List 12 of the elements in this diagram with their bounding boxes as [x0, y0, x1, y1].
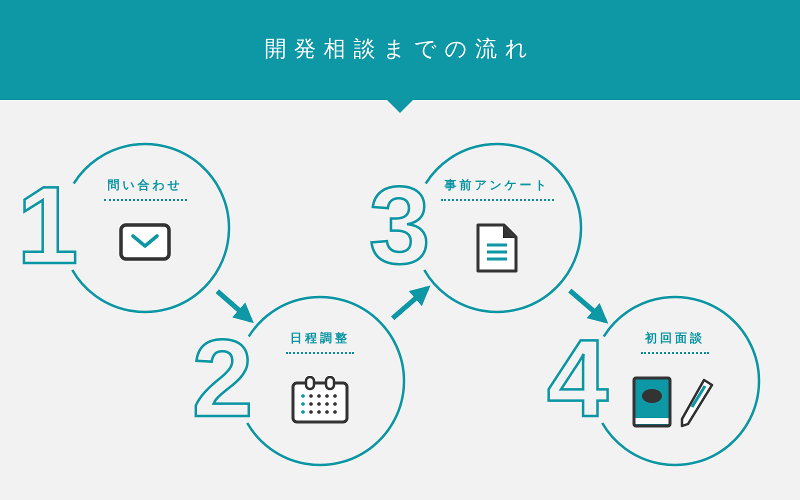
step-label: 事前アンケート [440, 176, 554, 201]
arrow [568, 288, 608, 324]
step-number: 1 [17, 176, 78, 276]
arrow [391, 286, 430, 320]
step-number: 2 [192, 329, 254, 429]
step-number: 4 [547, 329, 608, 429]
step-number: 3 [369, 176, 430, 276]
step-label: 問い合わせ [104, 176, 186, 201]
arrow [216, 289, 254, 324]
title: 開発相談までの流れ [263, 36, 537, 64]
step-label: 初回面談 [641, 329, 709, 354]
step-label: 日程調整 [286, 329, 354, 354]
